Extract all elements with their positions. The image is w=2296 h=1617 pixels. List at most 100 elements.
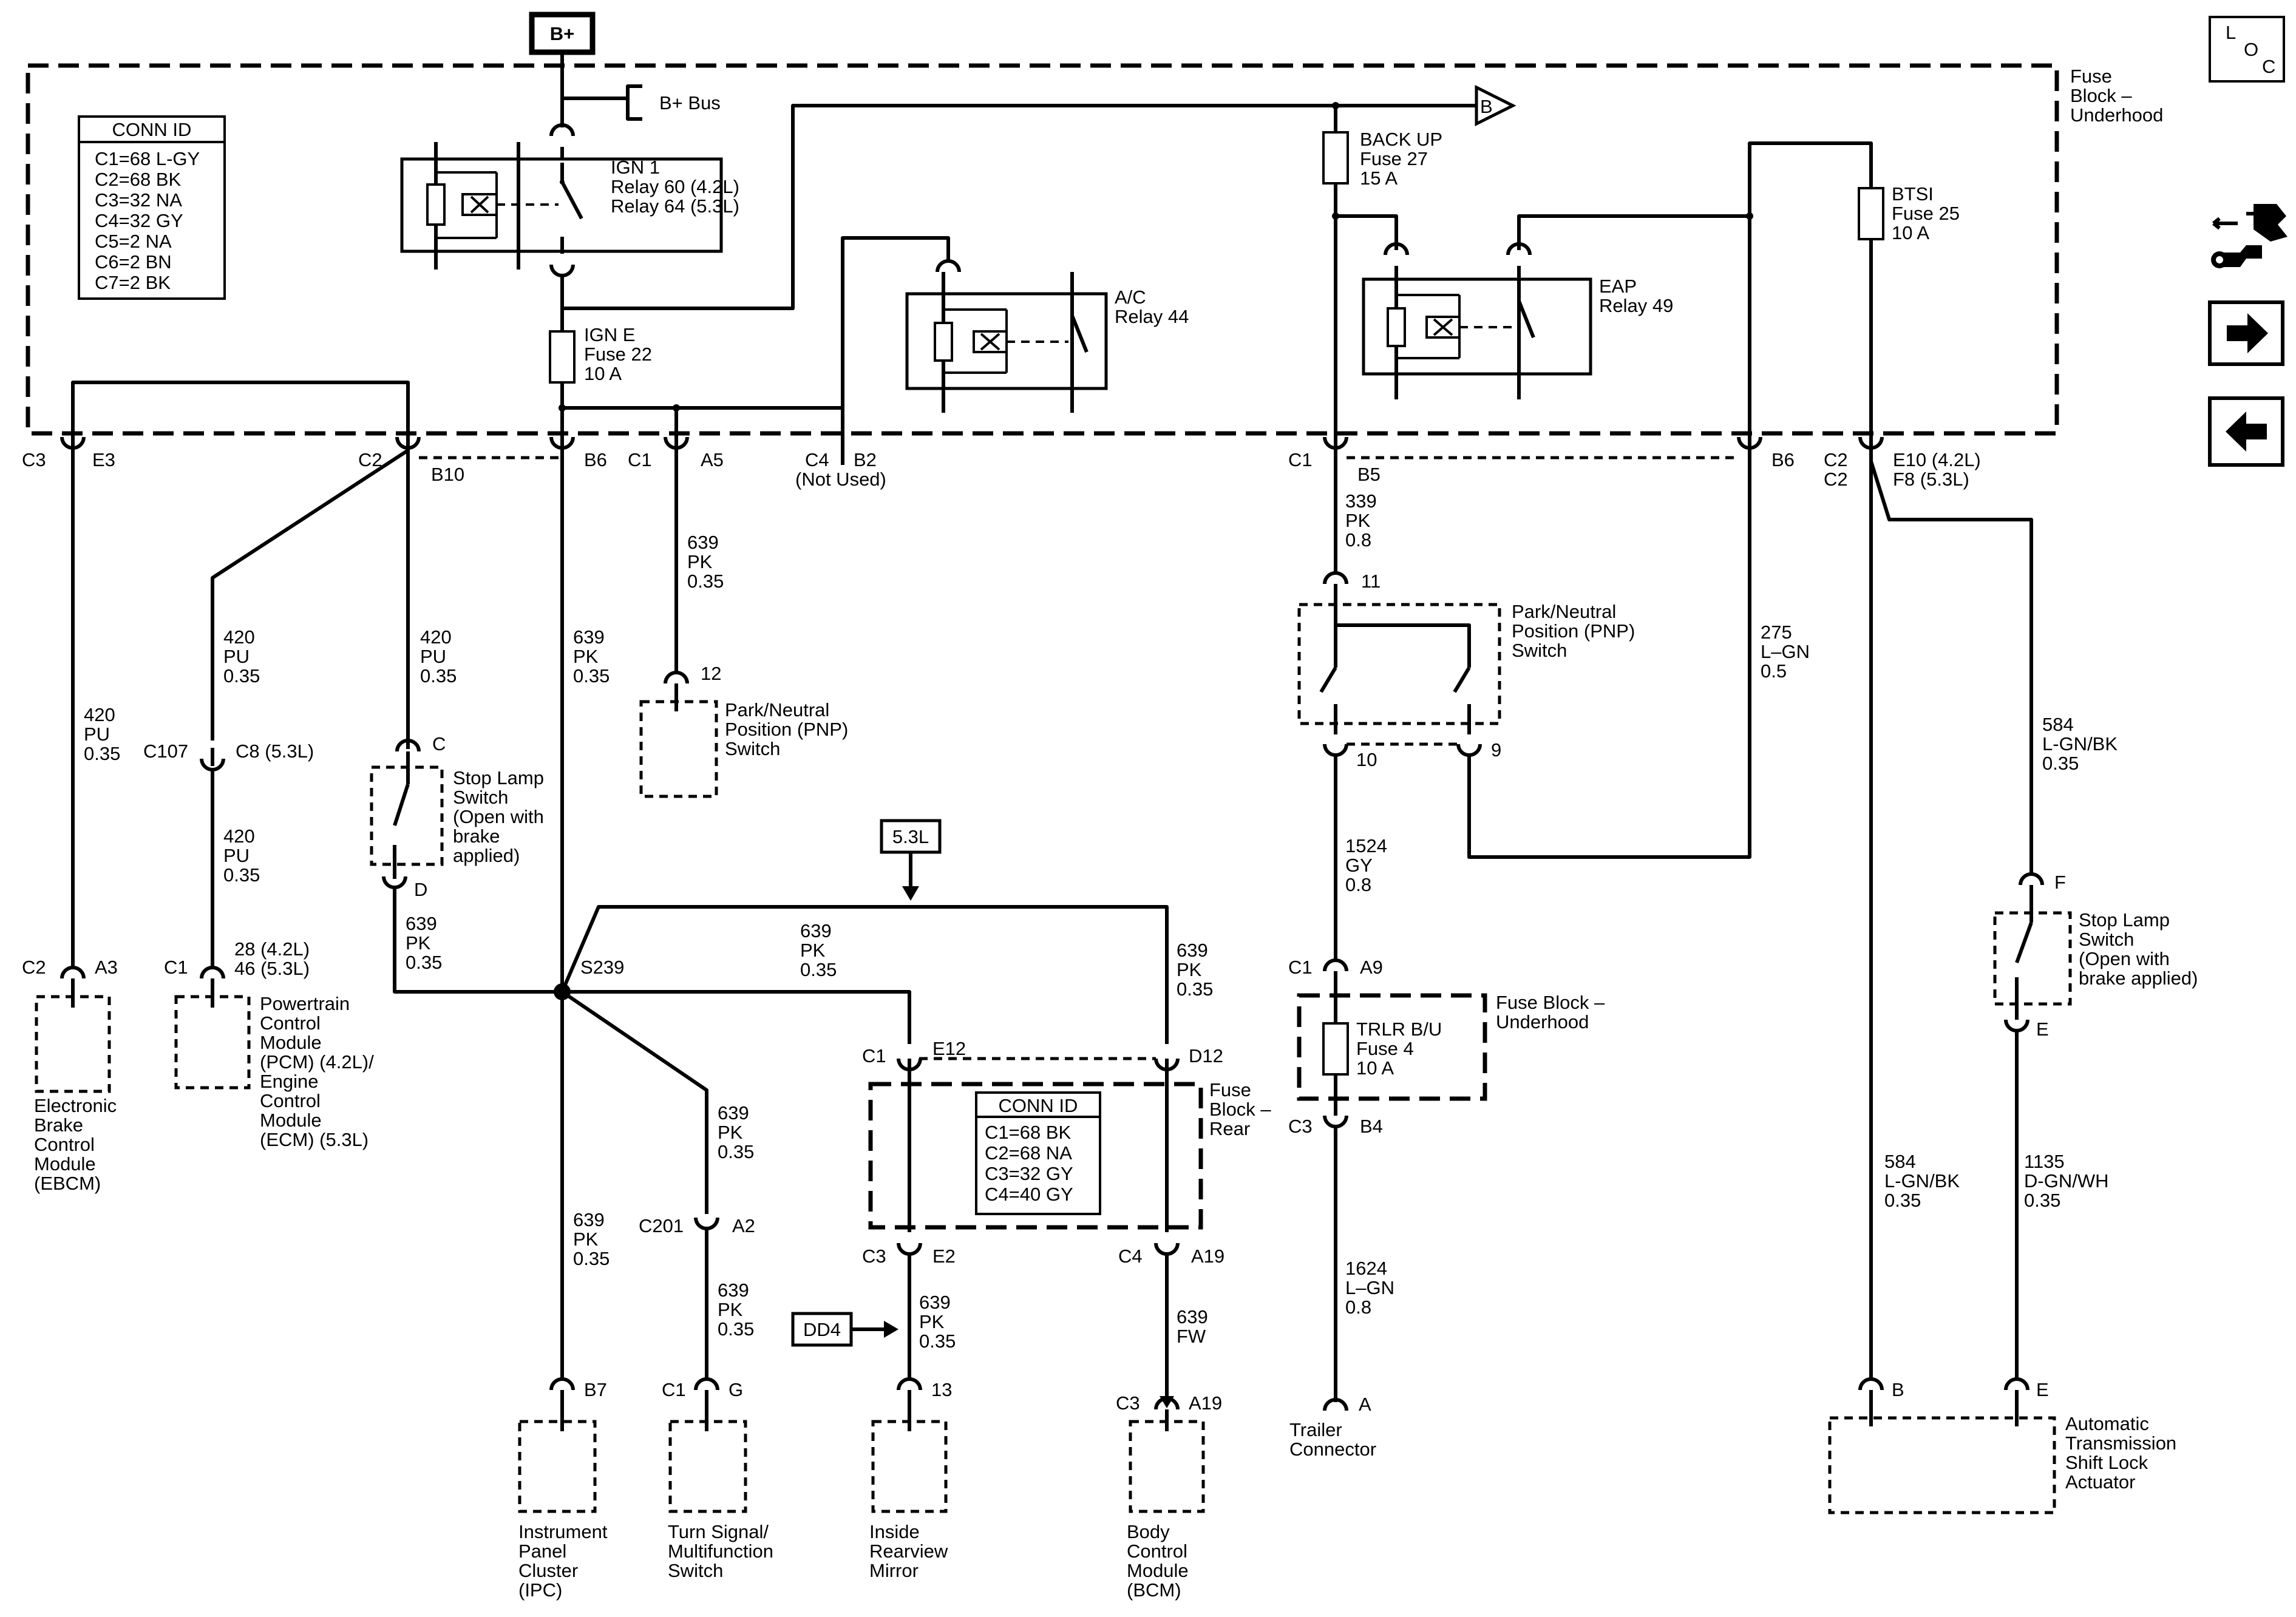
svg-text:GY: GY: [1345, 855, 1373, 876]
svg-text:D: D: [414, 879, 427, 900]
svg-text:Module: Module: [1127, 1560, 1189, 1581]
variant-tag-5-3l: 5.3L: [880, 819, 942, 901]
svg-text:10 A: 10 A: [1892, 222, 1929, 243]
svg-text:639: 639: [406, 913, 437, 934]
loc-box: L O C: [2209, 16, 2285, 83]
svg-text:584: 584: [1884, 1151, 1916, 1172]
svg-text:Switch: Switch: [1512, 640, 1567, 661]
svg-text:Control: Control: [1127, 1541, 1187, 1562]
svg-text:0.35: 0.35: [420, 665, 457, 686]
arrow-left-icon[interactable]: [2208, 396, 2284, 467]
svg-text:C4=40 GY: C4=40 GY: [985, 1184, 1073, 1205]
wire-584-bot: 584 L-GN/BK 0.35: [1884, 1151, 1960, 1211]
svg-text:Connector: Connector: [1289, 1439, 1376, 1460]
svg-text:E2: E2: [932, 1246, 956, 1267]
wire-639-c201-top: 639 PK 0.35: [718, 1102, 754, 1162]
svg-text:0.8: 0.8: [1345, 1297, 1371, 1318]
svg-text:C6=2 BN: C6=2 BN: [95, 251, 172, 273]
wire-1624: 1624 L–GN 0.8: [1345, 1258, 1394, 1318]
svg-text:PU: PU: [420, 646, 446, 667]
svg-text:(Open with: (Open with: [453, 806, 544, 827]
svg-text:Trailer: Trailer: [1289, 1419, 1342, 1440]
svg-text:639: 639: [687, 532, 719, 553]
svg-text:PK: PK: [718, 1299, 743, 1320]
wire-420-c107-top: 420 PU 0.35: [223, 626, 260, 686]
svg-text:PK: PK: [919, 1311, 945, 1332]
svg-text:Control: Control: [260, 1012, 321, 1034]
wire-639-mirror: 639 PK 0.35: [919, 1292, 956, 1352]
svg-text:Electronic: Electronic: [34, 1095, 117, 1116]
svg-text:639: 639: [800, 920, 832, 941]
ebcm: C2 A3 Electronic Brake Control Module (E…: [22, 910, 118, 1194]
svg-text:275: 275: [1761, 622, 1792, 643]
svg-text:A2: A2: [732, 1215, 755, 1236]
arrow-right-icon[interactable]: [2208, 300, 2284, 366]
ac-relay: A/C Relay 44: [905, 259, 1189, 413]
svg-text:F8 (5.3L): F8 (5.3L): [1893, 469, 1969, 490]
svg-text:PU: PU: [84, 724, 110, 745]
svg-text:B6: B6: [584, 449, 607, 470]
svg-text:Mirror: Mirror: [869, 1560, 919, 1581]
svg-text:Relay 44: Relay 44: [1115, 306, 1189, 327]
trlr-bu-fuse: C1 A9 TRLR B/U Fuse 4 10 A Fuse Block – …: [1288, 957, 1605, 1137]
svg-text:A9: A9: [1360, 957, 1383, 978]
wire-639-c201-bot: 639 PK 0.35: [718, 1280, 754, 1340]
wire-639-ipc: 639 PK 0.35: [573, 1209, 610, 1269]
wire-639-b6: 639 PK 0.35: [573, 626, 610, 686]
svg-text:639: 639: [573, 1209, 605, 1230]
svg-text:C3: C3: [1116, 1392, 1140, 1414]
wire-1524: 1524 GY 0.8: [1345, 835, 1387, 895]
svg-text:Inside: Inside: [869, 1521, 920, 1542]
svg-text:0.35: 0.35: [573, 1248, 610, 1269]
svg-text:Fuse 25: Fuse 25: [1892, 203, 1960, 224]
svg-text:BACK UP: BACK UP: [1360, 129, 1442, 150]
ign-e-fuse: IGN E Fuse 22 10 A: [549, 324, 652, 450]
svg-text:PK: PK: [406, 932, 431, 954]
svg-text:C1=68 L-GY: C1=68 L-GY: [95, 148, 200, 169]
svg-text:CONN ID: CONN ID: [999, 1095, 1078, 1116]
svg-text:CONN ID: CONN ID: [112, 119, 192, 140]
fuse-block-underhood-outline: [25, 63, 2059, 436]
svg-text:C1=68 BK: C1=68 BK: [985, 1122, 1072, 1143]
wire-639-bcm-top: 639 PK 0.35: [1177, 940, 1213, 1000]
ign1-feed-to-backup: [562, 104, 1476, 310]
svg-text:0.35: 0.35: [573, 665, 610, 686]
svg-text:Relay 60 (4.2L): Relay 60 (4.2L): [611, 176, 739, 197]
svg-text:1524: 1524: [1345, 835, 1387, 856]
wire-639-fw: 639 FW: [1177, 1306, 1208, 1347]
svg-text:0.35: 0.35: [718, 1141, 754, 1162]
svg-text:Multifunction: Multifunction: [668, 1541, 773, 1562]
stop-lamp-switch-left: C D Stop Lamp Switch (Open with brake ap…: [370, 733, 544, 900]
svg-text:639: 639: [573, 626, 605, 648]
wire-339: 339 PK 0.8: [1345, 490, 1377, 551]
svg-text:5.3L: 5.3L: [892, 826, 929, 847]
svg-text:L-GN/BK: L-GN/BK: [2042, 733, 2118, 754]
svg-text:TRLR B/U: TRLR B/U: [1356, 1019, 1442, 1040]
svg-text:Underhood: Underhood: [2070, 104, 2163, 126]
svg-text:Park/Neutral: Park/Neutral: [1512, 601, 1616, 622]
svg-text:EAP: EAP: [1599, 276, 1637, 297]
svg-text:C1: C1: [662, 1379, 686, 1400]
svg-text:0.35: 0.35: [919, 1331, 956, 1352]
svg-text:A: A: [1359, 1394, 1371, 1415]
fuse-block-rear: C1 E12 D12 Fuse Block – Rear CONN ID C1=…: [862, 1038, 1271, 1267]
service-tools-icon[interactable]: [2211, 204, 2288, 268]
svg-text:PK: PK: [573, 1229, 599, 1250]
wire-639-stoplamp: 639 PK 0.35: [406, 913, 442, 973]
svg-text:Fuse: Fuse: [2070, 66, 2112, 87]
svg-text:0.35: 0.35: [1884, 1190, 1921, 1211]
svg-text:F: F: [2054, 872, 2066, 893]
svg-text:0.8: 0.8: [1345, 874, 1371, 895]
svg-text:B4: B4: [1360, 1116, 1383, 1137]
svg-text:Rear: Rear: [1209, 1118, 1250, 1139]
svg-text:Panel: Panel: [518, 1541, 566, 1562]
svg-text:C8 (5.3L): C8 (5.3L): [236, 741, 314, 762]
svg-text:0.35: 0.35: [223, 864, 260, 886]
svg-text:Block –: Block –: [2070, 85, 2132, 106]
svg-text:C1: C1: [862, 1045, 886, 1066]
svg-text:Shift Lock: Shift Lock: [2065, 1452, 2148, 1473]
svg-text:10 A: 10 A: [1356, 1057, 1394, 1079]
svg-text:1135: 1135: [2024, 1151, 2065, 1172]
svg-text:0.35: 0.35: [1177, 978, 1213, 1000]
svg-text:0.35: 0.35: [2042, 753, 2079, 774]
